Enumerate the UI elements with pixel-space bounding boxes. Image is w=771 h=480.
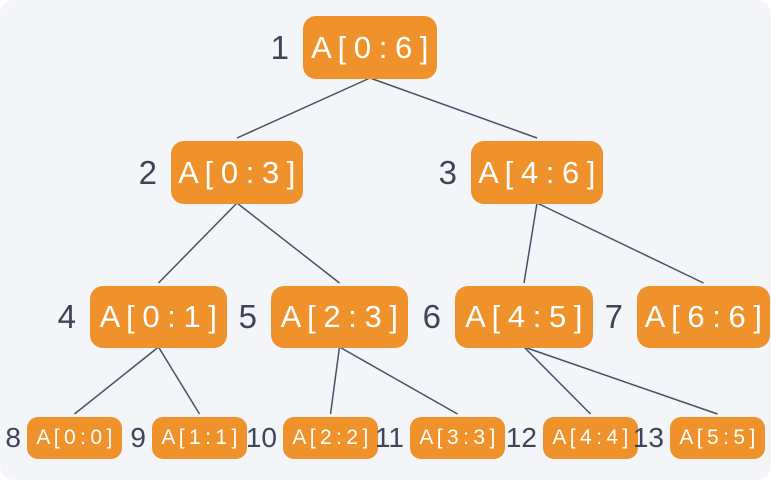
node-label: A [ 6 : 6 ] <box>644 299 763 334</box>
node-label: A [ 5 : 5 ] <box>679 426 756 449</box>
node-box: A [ 0 : 6 ] <box>303 16 437 79</box>
node-index: 7 <box>604 298 623 335</box>
node-box: A [ 2 : 2 ] <box>283 417 378 459</box>
node-box: A [ 3 : 3 ] <box>410 417 505 459</box>
node-index: 2 <box>138 153 157 191</box>
node-label: A [ 0 : 0 ] <box>36 426 113 449</box>
node-index: 12 <box>505 422 537 453</box>
node-label: A [ 2 : 3 ] <box>280 299 399 334</box>
edge-2-4 <box>157 202 238 284</box>
node-index: 5 <box>238 298 257 335</box>
node-label: A [ 0 : 6 ] <box>311 29 429 65</box>
node-box: A [ 1 : 1 ] <box>152 417 247 459</box>
node-index: 4 <box>57 298 76 335</box>
node-label: A [ 4 : 6 ] <box>478 154 596 190</box>
node-index: 10 <box>245 422 277 453</box>
node-index: 11 <box>374 422 404 453</box>
node-index: 13 <box>632 422 664 453</box>
node-box: A [ 4 : 5 ] <box>455 286 593 348</box>
edge-5-11 <box>339 346 458 415</box>
node-label: A [ 2 : 2 ] <box>292 426 369 449</box>
node-box: A [ 6 : 6 ] <box>637 286 770 348</box>
node-index: 1 <box>270 28 289 66</box>
node-index: 8 <box>5 422 21 453</box>
edge-6-13 <box>523 346 718 415</box>
edge-1-2 <box>236 77 371 139</box>
node-box: A [ 0 : 1 ] <box>90 286 227 348</box>
edge-4-9 <box>157 346 201 415</box>
node-index: 3 <box>438 153 457 191</box>
node-label: A [ 3 : 3 ] <box>419 426 496 449</box>
node-index: 6 <box>422 298 441 335</box>
edge-3-6 <box>523 202 538 284</box>
node-box: A [ 4 : 6 ] <box>471 141 603 204</box>
node-label: A [ 1 : 1 ] <box>161 426 238 449</box>
node-box: A [ 0 : 3 ] <box>171 141 303 204</box>
node-box: A [ 2 : 3 ] <box>271 286 408 348</box>
node-box: A [ 4 : 4 ] <box>543 417 638 459</box>
node-label: A [ 0 : 3 ] <box>178 154 296 190</box>
node-label: A [ 4 : 4 ] <box>552 426 629 449</box>
edge-5-10 <box>329 346 341 415</box>
edge-2-5 <box>236 202 340 284</box>
edge-4-8 <box>74 346 159 415</box>
node-box: A [ 0 : 0 ] <box>27 417 122 459</box>
edge-6-12 <box>523 346 592 415</box>
edge-1-3 <box>369 77 538 139</box>
node-index: 9 <box>130 422 146 453</box>
node-label: A [ 0 : 1 ] <box>99 299 218 334</box>
edge-3-7 <box>536 202 704 284</box>
node-box: A [ 5 : 5 ] <box>670 417 765 459</box>
node-label: A [ 4 : 5 ] <box>465 299 583 334</box>
